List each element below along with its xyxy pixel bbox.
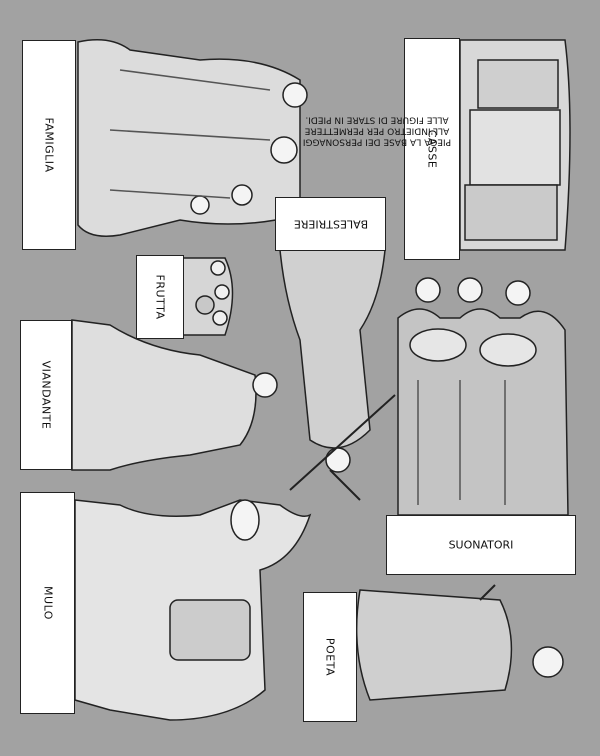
label-mulo: MULO [20,492,75,714]
label-casse: CASSE [404,38,460,260]
label-poeta-text: POETA [323,637,337,677]
label-suonatori: SUONATORI [386,515,576,575]
instruction-text: PIEGA LA BASE DEI PERSONAGGI ALL'INDIETR… [302,114,452,147]
label-poeta: POETA [303,592,357,722]
label-balestriere: BALESTRIERE [275,197,386,251]
label-mulo-text: MULO [41,586,54,620]
label-viandante: VIANDANTE [20,320,72,470]
instruction-note: PIEGA LA BASE DEI PERSONAGGI ALL'INDIETR… [303,55,451,205]
label-suonatori-text: SUONATORI [448,538,514,552]
label-famiglia: FAMIGLIA [22,40,76,250]
label-frutta: FRUTTA [136,255,184,339]
label-balestriere-text: BALESTRIERE [293,217,368,231]
label-frutta-text: FRUTTA [153,274,167,320]
label-famiglia-text: FAMIGLIA [42,117,56,173]
label-viandante-text: VIANDANTE [39,360,53,430]
